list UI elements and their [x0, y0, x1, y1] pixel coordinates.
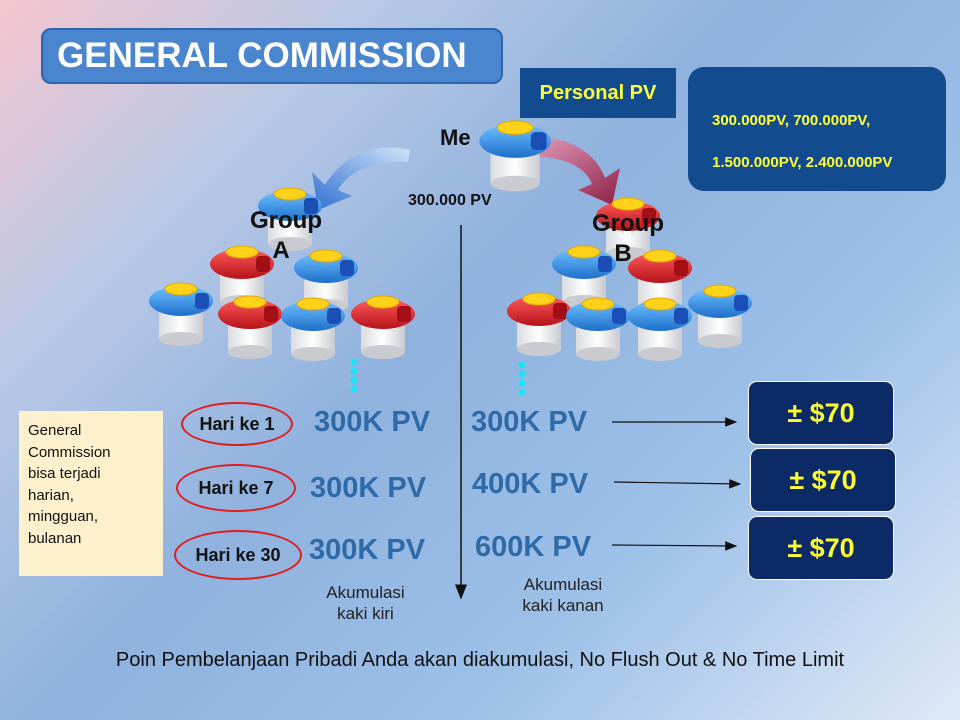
right-pv-row-2: 400K PV	[472, 468, 589, 500]
arrow-to-group-b	[515, 137, 620, 205]
note-line: bisa terjadi	[28, 465, 101, 482]
group-a-label-line2: A	[272, 237, 290, 264]
right-pv-row-3: 600K PV	[475, 531, 592, 563]
left-pv-row-1: 300K PV	[314, 406, 431, 438]
me-pv-value: 300.000 PV	[408, 192, 492, 209]
me-label: Me	[440, 125, 471, 150]
group-a-label-line1: Group	[250, 207, 322, 234]
payout-box-row-1: ± $70	[748, 381, 894, 445]
note-line: harian,	[28, 486, 74, 504]
arrow-to-group-a	[312, 147, 410, 210]
group-b-label-line2: B	[614, 240, 632, 267]
accumulation-left: Akumulasi kaki kiri	[308, 582, 423, 624]
group-b-label-line1: Group	[592, 210, 664, 237]
day-label-row-1: Hari ke 1	[181, 402, 293, 446]
group-a-node	[350, 295, 416, 360]
footer-text: Poin Pembelanjaan Pribadi Anda akan diak…	[115, 649, 845, 671]
group-b-node	[687, 284, 753, 349]
group-a-node	[148, 282, 214, 347]
group-a-node	[217, 295, 283, 360]
group-b-node	[506, 292, 572, 357]
left-pv-row-3: 300K PV	[309, 534, 426, 566]
group-a-node	[280, 297, 346, 362]
row-arrow	[611, 541, 738, 551]
title-banner: GENERAL COMMISSION	[41, 28, 503, 84]
group-b-node	[565, 297, 631, 362]
day-label-row-3: Hari ke 30	[174, 530, 302, 580]
payout-box-row-2: ± $70	[750, 448, 896, 512]
group-a-continuation-dots	[350, 358, 358, 393]
accumulation-right-line2: kaki kanan	[522, 596, 604, 615]
note-line: bulanan	[28, 529, 82, 547]
group-b-continuation-dots	[518, 361, 526, 396]
personal-pv-label: Personal PV	[520, 68, 676, 118]
payout-box-row-3: ± $70	[748, 516, 894, 580]
right-pv-row-1: 300K PV	[471, 406, 588, 438]
page-title: GENERAL COMMISSION	[57, 36, 467, 75]
accumulation-right: Akumulasi kaki kanan	[502, 574, 624, 616]
accumulation-left-line2: kaki kiri	[337, 604, 394, 623]
personal-pv-values: 300.000PV, 700.000PV, 1.500.000PV, 2.400…	[688, 67, 946, 191]
note-line: General	[28, 422, 82, 439]
row-arrow	[613, 479, 742, 489]
group-a-label: Group A	[250, 206, 322, 266]
commission-note: General Commission bisa terjadi harian, …	[19, 411, 163, 576]
accumulation-right-line1: Akumulasi	[523, 575, 603, 594]
note-line: Commission	[28, 443, 111, 461]
left-pv-row-2: 300K PV	[310, 472, 427, 504]
note-line: mingguan,	[28, 508, 99, 525]
group-b-label: Group B	[592, 209, 664, 269]
accumulation-left-line1: Akumulasi	[326, 583, 405, 602]
day-label-row-2: Hari ke 7	[176, 464, 296, 512]
group-b-node	[627, 297, 693, 362]
personal-pv-values-line1: 300.000PV, 700.000PV,	[712, 112, 871, 129]
personal-pv-values-line2: 1.500.000PV, 2.400.000PV	[712, 154, 893, 171]
